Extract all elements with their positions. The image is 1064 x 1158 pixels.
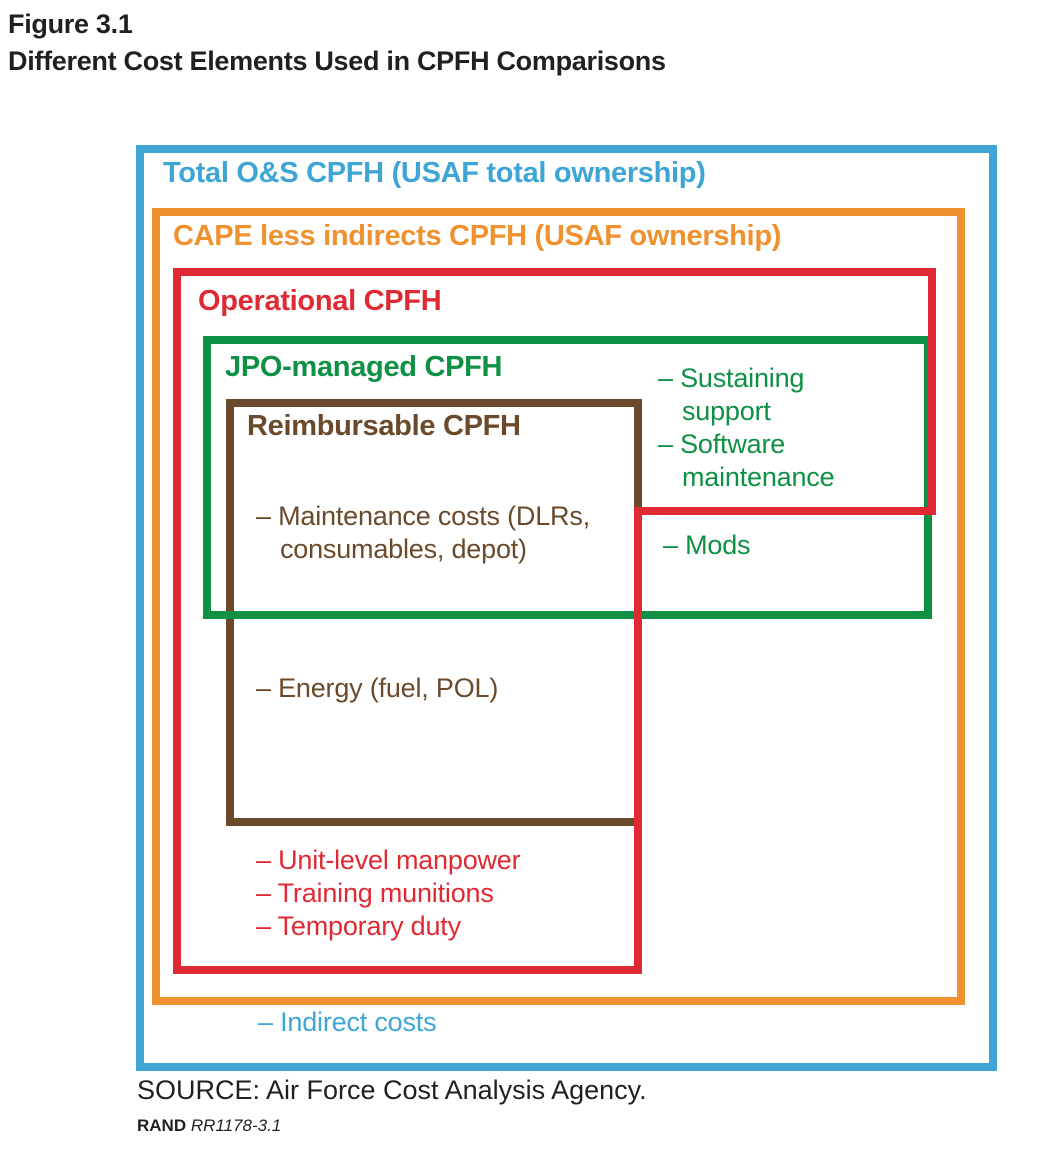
mods-item: – Mods (663, 530, 751, 560)
source-line: SOURCE: Air Force Cost Analysis Agency. (137, 1075, 647, 1105)
list-item: – Training munitions (256, 878, 494, 908)
maintenance-costs-item: – Maintenance costs (DLRs, consumables, … (256, 501, 590, 564)
total-os-cpfh-box (136, 145, 997, 1071)
indirect-costs-item: – Indirect costs (258, 1007, 437, 1037)
cape-cpfh-label: CAPE less indirects CPFH (USAF ownership… (173, 220, 782, 252)
rand-brand: RAND (137, 1116, 187, 1135)
figure-number: Figure 3.1 (8, 9, 133, 39)
reimbursable-cpfh-label: Reimbursable CPFH (247, 410, 521, 442)
operational-cpfh-label: Operational CPFH (198, 285, 442, 317)
list-item: – Sustaining support (658, 363, 805, 426)
jpo-side-items: – Sustaining support – Software maintena… (658, 362, 858, 494)
total-os-cpfh-label: Total O&S CPFH (USAF total ownership) (163, 157, 706, 189)
rand-doc-line: RAND RR1178-3.1 (137, 1116, 281, 1136)
list-item: – Unit-level manpower (256, 845, 521, 875)
jpo-managed-cpfh-label: JPO-managed CPFH (225, 351, 503, 383)
cape-cpfh-box (152, 208, 965, 1005)
energy-item: – Energy (fuel, POL) (256, 673, 499, 703)
figure-caption: Figure 3.1 Different Cost Elements Used … (8, 6, 666, 80)
list-item: – Temporary duty (256, 911, 461, 941)
figure-title: Different Cost Elements Used in CPFH Com… (8, 46, 666, 76)
doc-id: RR1178-3.1 (190, 1116, 282, 1135)
list-item: – Software maintenance (658, 429, 835, 492)
operational-items: – Unit-level manpower – Training munitio… (256, 844, 636, 943)
